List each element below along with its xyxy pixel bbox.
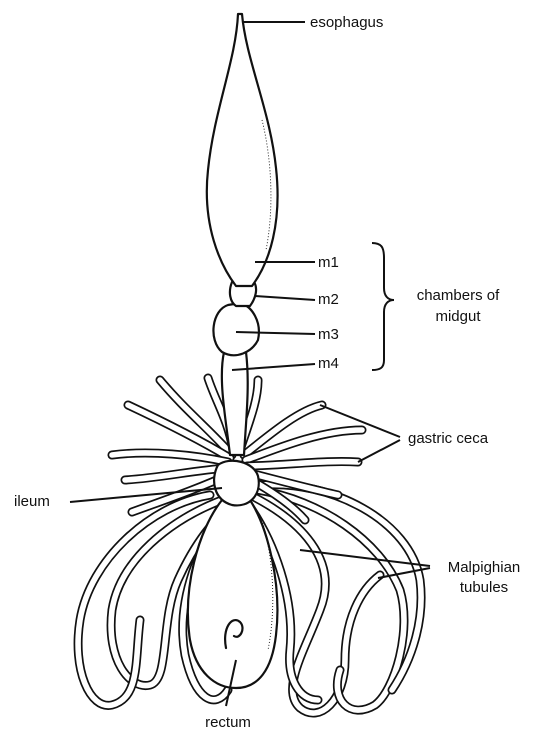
label-m1: m1 [318, 254, 339, 271]
label-gastric-ceca: gastric ceca [408, 430, 489, 447]
rectum-organ [188, 500, 277, 688]
m2-leader [255, 296, 315, 300]
label-chambers-line1: chambers of [417, 287, 500, 304]
gastric-ceca-leader-2 [358, 440, 400, 462]
chambers-bracket [372, 243, 394, 370]
label-rectum: rectum [205, 714, 251, 731]
label-chambers-line2: midgut [435, 308, 481, 325]
label-m4: m4 [318, 355, 339, 372]
label-esophagus: esophagus [310, 14, 383, 31]
label-ileum: ileum [14, 493, 50, 510]
label-malpighian-line1: Malpighian [448, 559, 521, 576]
label-m3: m3 [318, 326, 339, 343]
label-malpighian-line2: tubules [460, 579, 508, 596]
label-m2: m2 [318, 291, 339, 308]
